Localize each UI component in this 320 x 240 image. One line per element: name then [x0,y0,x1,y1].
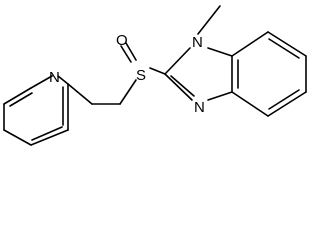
double-bond [170,75,195,97]
bond [164,73,193,101]
pyridine-ring [3,75,69,146]
bond [30,129,69,146]
bond [67,83,93,105]
bond [119,79,137,105]
double-bond [120,45,132,63]
bond [207,47,233,57]
imidazole-ring [164,5,233,101]
sulfoxide-oxygen-label: O [116,32,128,49]
double-bond [268,38,300,59]
double-bond [9,92,33,107]
bond [207,91,233,101]
bond [267,31,307,57]
bond [57,75,69,85]
bond [3,87,32,105]
bond [3,129,32,146]
double-bond [125,42,137,61]
bond [231,91,269,117]
bond [30,75,53,89]
chemical-structure-diagram: N S O N N [3,5,307,146]
methylene-sulfoxide-linker [67,42,166,105]
pyridine-nitrogen-label: N [49,69,60,86]
bond [197,5,221,35]
sulfur-label: S [136,67,146,84]
bond [149,67,166,75]
bond [267,91,307,117]
imidazole-n-ring-label: N [194,99,205,116]
double-bond [31,126,63,141]
imidazole-n-methyl-label: N [192,34,203,51]
bond [231,31,269,57]
double-bond [268,89,300,110]
benzene-ring [231,31,307,117]
bond [164,47,191,75]
